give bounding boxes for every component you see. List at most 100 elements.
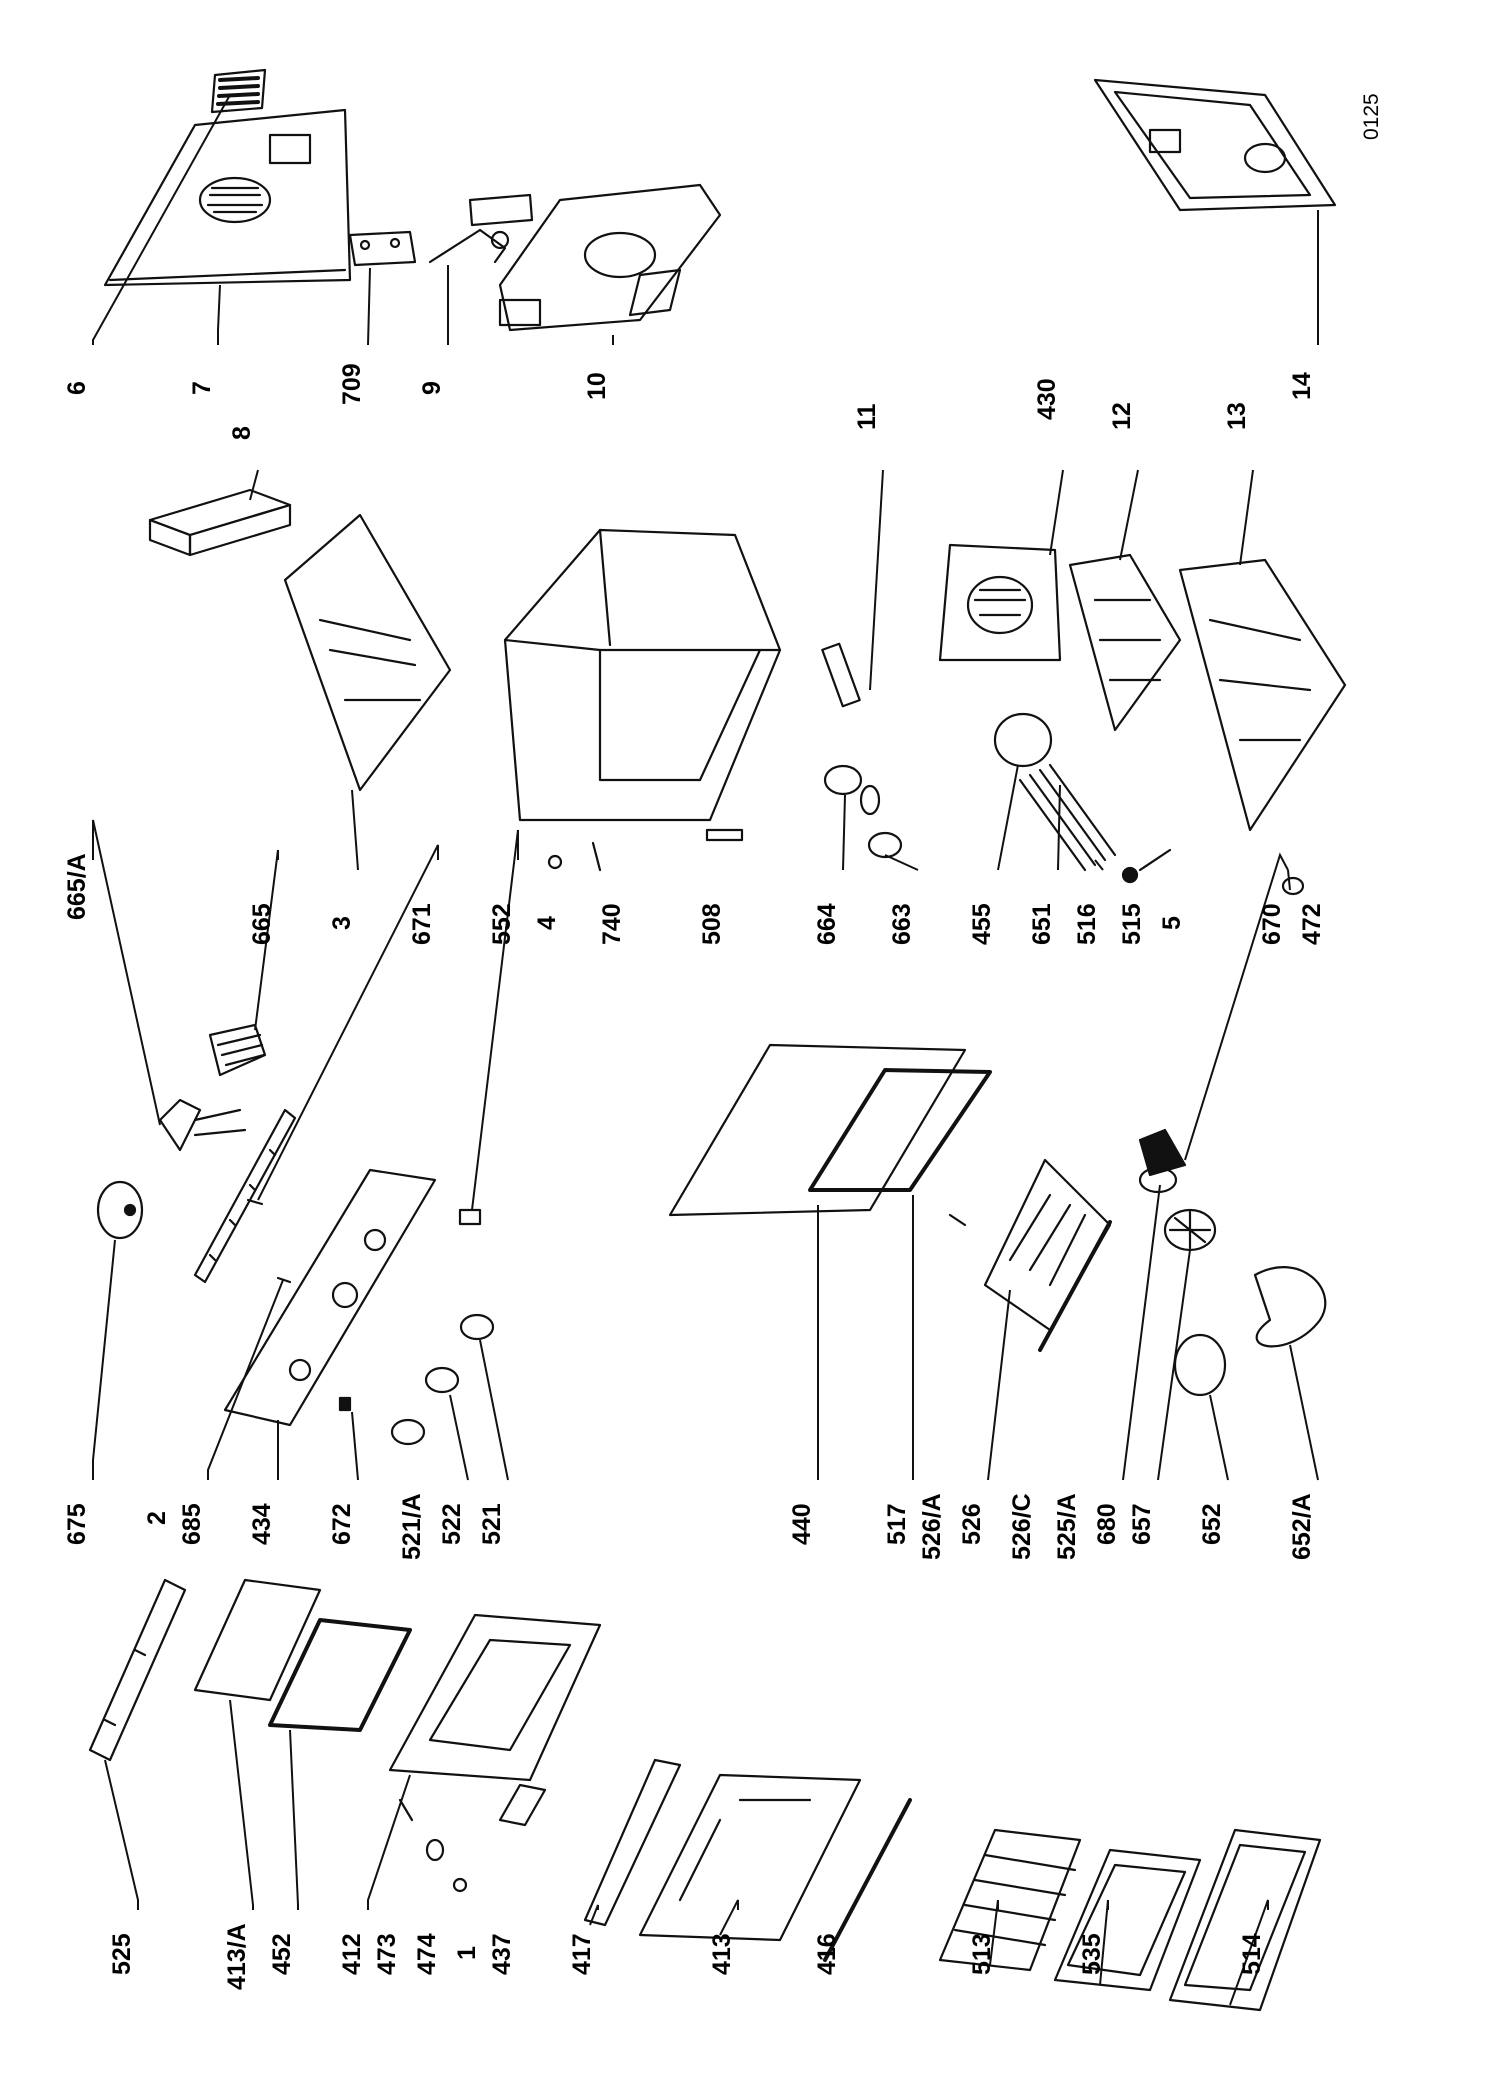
- part-515-ball: [1121, 866, 1139, 884]
- part-665-terminal-block: [208, 1023, 267, 1077]
- part-709-bracket: [348, 230, 417, 267]
- part-5-pin: [1138, 848, 1172, 872]
- part-2-strip: [193, 1108, 297, 1284]
- part-508-bar: [705, 828, 744, 842]
- part-651-runners: [1018, 763, 1117, 872]
- part-label-413-a: 413/A: [223, 1923, 251, 1990]
- part-455-ring: [993, 712, 1053, 768]
- part-label-437: 437: [488, 1933, 516, 1975]
- part-label-1: 1: [453, 1946, 481, 1960]
- part-label-430: 430: [1033, 378, 1061, 420]
- part-label-516: 516: [1073, 903, 1101, 945]
- part-440-panel: [668, 1043, 967, 1217]
- part-1-nut: [452, 1877, 468, 1893]
- part-label-652-a: 652/A: [1288, 1493, 1316, 1560]
- part-663-knob: [859, 784, 903, 859]
- part-6-grille: [210, 68, 267, 114]
- part-label-10: 10: [583, 372, 611, 400]
- part-label-513: 513: [968, 1933, 996, 1975]
- part-label-473: 473: [373, 1933, 401, 1975]
- part-label-671: 671: [408, 903, 436, 945]
- part-514-deep-tray: [1168, 1828, 1322, 2012]
- part-label-740: 740: [598, 903, 626, 945]
- part-label-651: 651: [1028, 903, 1056, 945]
- part-label-5: 5: [1158, 916, 1186, 930]
- part-label-4: 4: [533, 916, 561, 930]
- part-413-inner-panel: [638, 1773, 862, 1942]
- part-521a-knob: [390, 1418, 426, 1446]
- part-label-434: 434: [248, 1503, 276, 1545]
- part-label-515: 515: [1118, 903, 1146, 945]
- part-7-rear-panel: [103, 108, 352, 287]
- part-label-670: 670: [1258, 903, 1286, 945]
- part-label-657: 657: [1128, 1503, 1156, 1545]
- part-label-664: 664: [813, 903, 841, 945]
- part-label-680: 680: [1093, 1503, 1121, 1545]
- part-413a-glass: [193, 1578, 322, 1702]
- part-label-663: 663: [888, 903, 916, 945]
- part-label-709: 709: [338, 363, 366, 405]
- part-657-fan: [1163, 1208, 1217, 1252]
- part-685-pin: [276, 1276, 292, 1284]
- part-label-14: 14: [1288, 372, 1316, 400]
- part-label-522: 522: [438, 1503, 466, 1545]
- part-552-clip: [458, 1208, 482, 1226]
- part-label-652: 652: [1198, 1503, 1226, 1545]
- part-label-440: 440: [788, 1503, 816, 1545]
- part-526a-pin: [948, 1213, 967, 1227]
- part-680-motor: [1138, 1128, 1187, 1194]
- drawing-code: 0125: [1360, 93, 1383, 140]
- part-416-rod: [823, 1798, 912, 1962]
- part-9-support: [428, 193, 534, 264]
- part-412-door: [388, 1613, 602, 1782]
- part-652-ring-element: [1173, 1333, 1227, 1397]
- part-517-gasket: [808, 1068, 992, 1192]
- part-label-526-c: 526/C: [1008, 1493, 1036, 1560]
- leader-lines: [92, 94, 1319, 2006]
- part-label-521: 521: [478, 1503, 506, 1545]
- part-521-knob: [459, 1313, 495, 1341]
- part-672-clip: [338, 1396, 352, 1412]
- part-665a-switch: [158, 1098, 247, 1152]
- part-513-rack: [938, 1828, 1082, 1972]
- part-label-675: 675: [63, 1503, 91, 1545]
- part-11-tube: [821, 642, 861, 708]
- part-8-channel: [148, 488, 292, 557]
- part-label-517: 517: [883, 1503, 911, 1545]
- part-label-416: 416: [813, 1933, 841, 1975]
- part-452-gasket: [268, 1618, 412, 1732]
- part-740-screw: [591, 841, 602, 872]
- part-473-screw: [398, 1798, 414, 1822]
- part-label-455: 455: [968, 903, 996, 945]
- part-522-knob: [424, 1366, 460, 1394]
- part-430-fan-cover: [938, 543, 1062, 662]
- part-3-side-panel: [283, 513, 452, 792]
- part-label-452: 452: [268, 1933, 296, 1975]
- part-label-526-a: 526/A: [918, 1493, 946, 1560]
- part-label-412: 412: [338, 1933, 366, 1975]
- part-label-526: 526: [958, 1503, 986, 1545]
- part-label-7: 7: [188, 381, 216, 395]
- part-675-dial: [96, 1180, 144, 1240]
- part-label-13: 13: [1223, 402, 1251, 430]
- part-oven-cavity: [503, 528, 782, 822]
- part-label-3: 3: [328, 916, 356, 930]
- part-label-6: 6: [63, 381, 91, 395]
- part-664-knob-ring: [823, 764, 863, 796]
- part-label-11: 11: [853, 403, 881, 430]
- part-label-508: 508: [698, 903, 726, 945]
- part-label-514: 514: [1238, 1933, 1266, 1975]
- part-label-521-a: 521/A: [398, 1493, 426, 1560]
- part-label-417: 417: [568, 1933, 596, 1975]
- part-label-552: 552: [488, 903, 516, 945]
- part-label-472: 472: [1298, 903, 1326, 945]
- part-525-handle: [88, 1578, 187, 1762]
- part-label-665: 665: [248, 903, 276, 945]
- part-526-element: [983, 1158, 1112, 1332]
- part-label-12: 12: [1108, 402, 1136, 430]
- part-4-nut: [547, 854, 563, 870]
- part-671-pin: [246, 1198, 264, 1206]
- part-label-474: 474: [413, 1933, 441, 1975]
